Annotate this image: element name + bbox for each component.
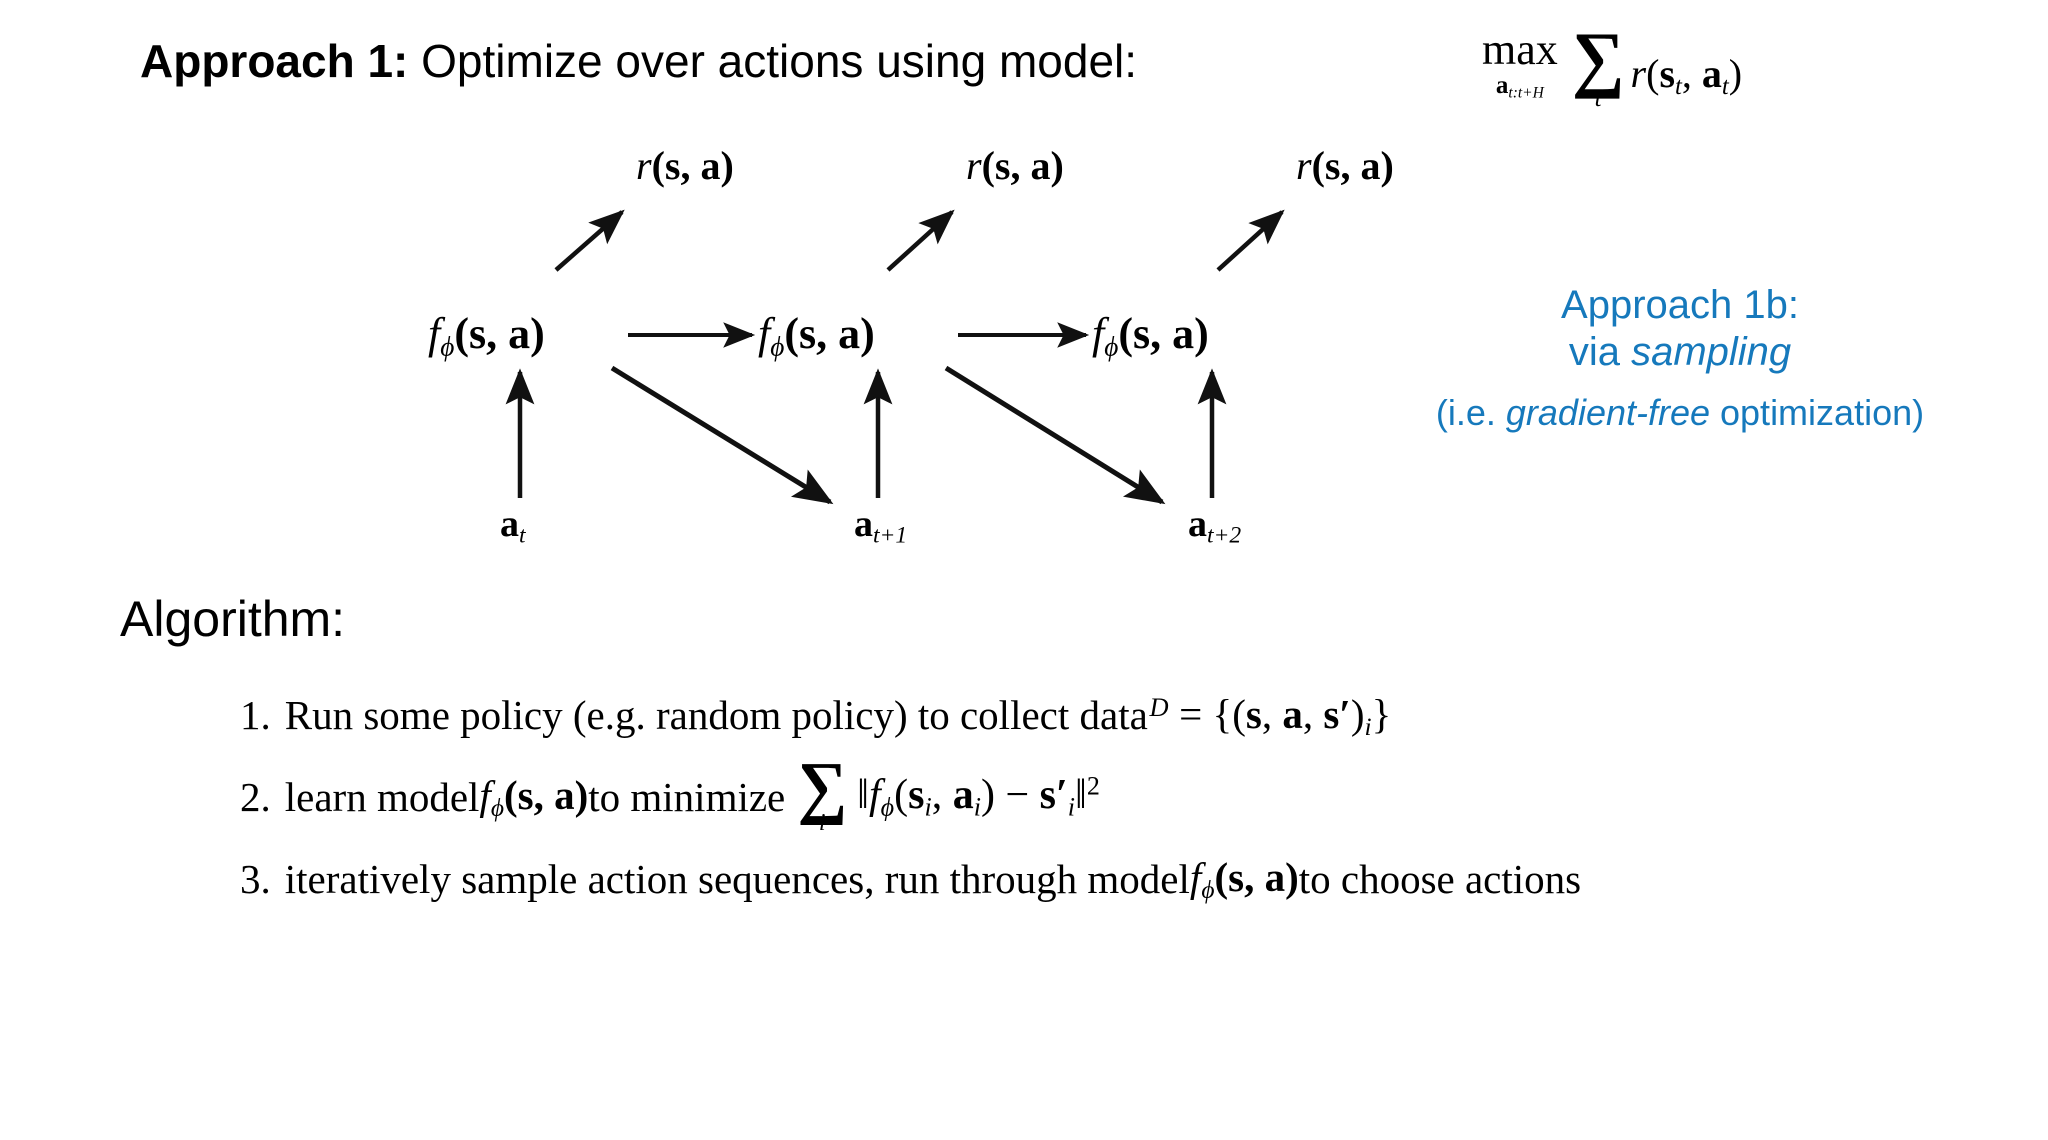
step-2-model: fϕ(s, a)	[479, 771, 589, 822]
model-node-0: fϕ(s, a)	[428, 309, 545, 362]
reward-arrow-2	[1216, 209, 1285, 272]
model-to-action-arrow-0	[610, 365, 834, 505]
algorithm-step-2: 2. learn model fϕ(s, a) to minimize ∑ i …	[240, 749, 2030, 837]
summation-index: t	[1594, 84, 1602, 112]
algorithm-step-3: 3. iteratively sample action sequences, …	[240, 853, 2030, 905]
callout-line-3: (i.e. gradient-free optimization)	[1435, 392, 1925, 434]
action-node-0: at	[500, 503, 526, 549]
diagram-arrows	[505, 209, 1285, 505]
step-1-text: Run some policy (e.g. random policy) to …	[284, 692, 1148, 739]
page-title-rest: Optimize over actions using model:	[408, 35, 1138, 87]
max-operator-label: max	[1482, 25, 1558, 74]
page-title: Approach 1: Optimize over actions using …	[140, 38, 1137, 84]
step-3-text-after: to choose actions	[1298, 856, 1582, 903]
reward-node-0: r(s, a)	[636, 143, 734, 188]
step-2-sum-index: i	[818, 810, 826, 837]
callout-line-2: via sampling	[1568, 330, 1792, 375]
step-1-dataset: ᴰ = {(s, a, s′)i}	[1147, 689, 1392, 742]
step-2-number: 2.	[240, 773, 271, 820]
step-2-summation: ∑ i	[797, 749, 848, 837]
max-operator-subscript: at:t+H	[1495, 72, 1544, 102]
callout-line-3-emphasis: gradient-free	[1505, 392, 1711, 434]
sigma-icon: ∑	[1571, 18, 1625, 100]
action-node-1: at+1	[854, 503, 908, 549]
sigma-icon: ∑	[797, 749, 848, 827]
algorithm-step-1: 1. Run some policy (e.g. random policy) …	[240, 688, 2030, 742]
step-2-loss: ‖fϕ(si, ai) − s′i‖2	[857, 771, 1100, 822]
step-3-number: 3.	[240, 856, 271, 903]
algorithm-heading: Algorithm:	[120, 591, 346, 647]
reward-arrow-0	[554, 209, 625, 272]
step-3-text-before: iteratively sample action sequences, run…	[284, 856, 1190, 903]
page-title-lead: Approach 1:	[140, 35, 409, 87]
step-2-text-before: learn model	[284, 773, 480, 820]
reward-node-1: r(s, a)	[966, 143, 1064, 188]
summation-group: ∑ t	[1571, 18, 1625, 112]
objective-formula: max at:t+H ∑ t r(st, at)	[1482, 18, 1743, 112]
callout-line-2-emphasis: sampling	[1631, 330, 1792, 375]
max-operator-group: max at:t+H	[1482, 28, 1558, 101]
model-node-2: fϕ(s, a)	[1092, 309, 1209, 362]
model-rollout-diagram: r(s, a) r(s, a) r(s, a) fϕ(s, a) fϕ(s, a…	[0, 120, 1400, 580]
reward-arrow-1	[886, 209, 955, 272]
callout-line-1: Approach 1b:	[1561, 283, 1799, 327]
reward-term: r(st, at)	[1630, 51, 1743, 100]
algorithm-steps: 1. Run some policy (e.g. random policy) …	[240, 688, 2030, 905]
approach-1b-callout: Approach 1b: via sampling (i.e. gradient…	[1330, 282, 2030, 435]
model-to-action-arrow-1	[944, 365, 1166, 505]
model-node-1: fϕ(s, a)	[758, 309, 875, 362]
step-2-text-after: to minimize	[588, 773, 786, 820]
step-3-model: fϕ(s, a)	[1189, 854, 1299, 905]
reward-node-2: r(s, a)	[1296, 143, 1394, 188]
step-1-number: 1.	[240, 692, 271, 739]
action-node-2: at+2	[1188, 503, 1242, 549]
